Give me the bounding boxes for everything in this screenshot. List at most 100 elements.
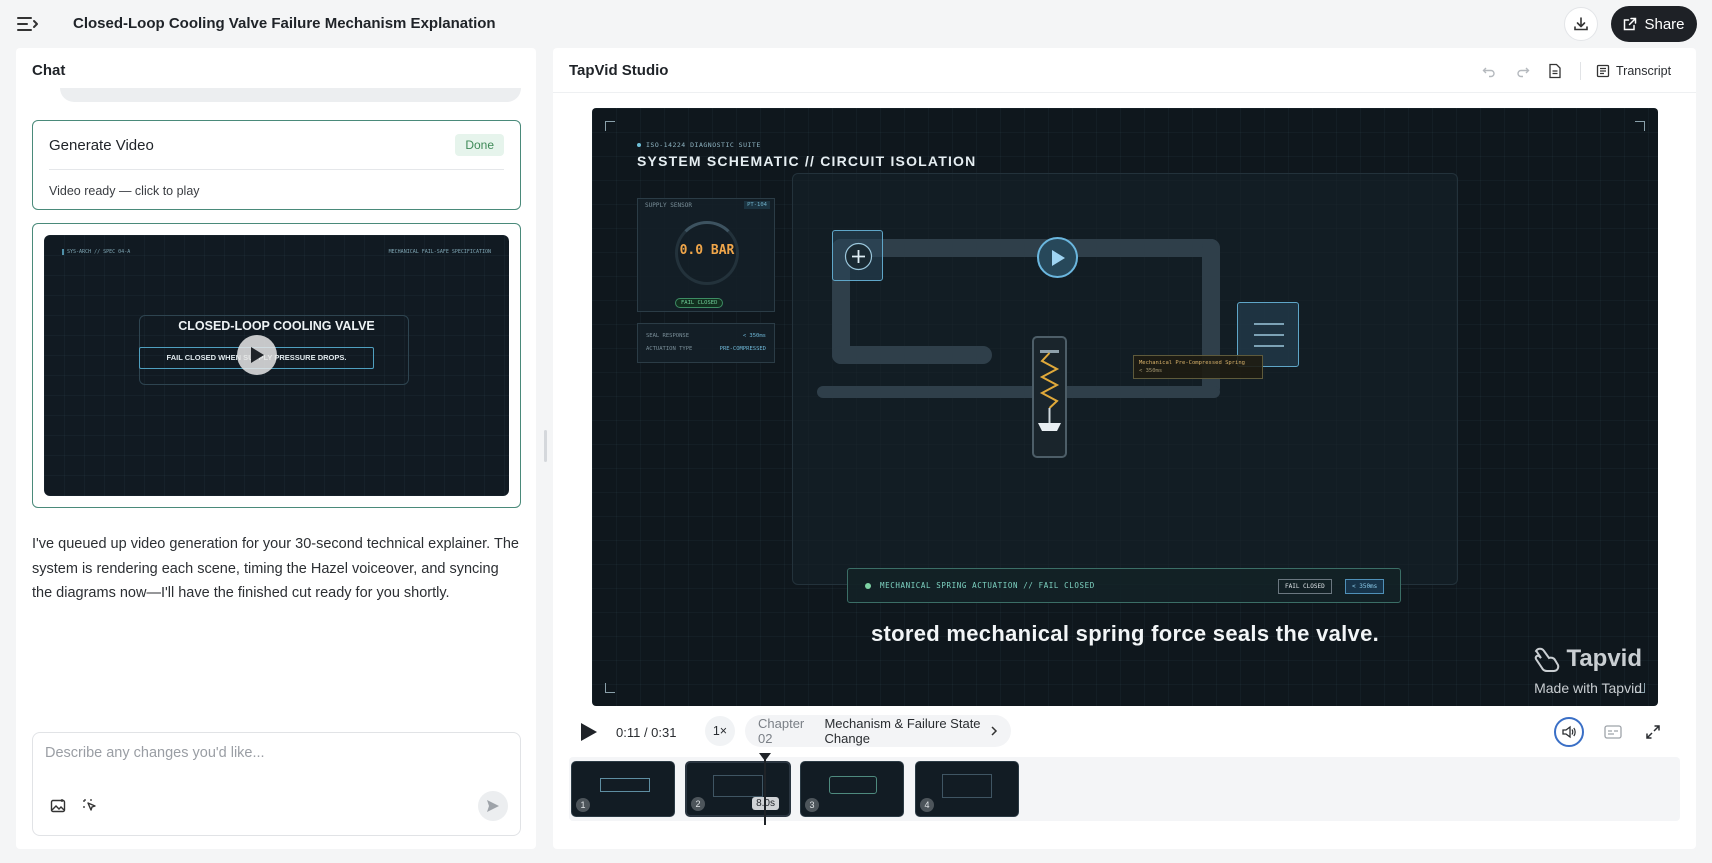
pipe-bottom: [817, 386, 1220, 398]
spring-callout-line1: Mechanical Pre-Compressed Spring: [1139, 360, 1245, 366]
spring-callout: Mechanical Pre-Compressed Spring < 350ms: [1133, 355, 1263, 379]
play-icon: [581, 723, 597, 741]
thumb-title: CLOSED-LOOP COOLING VALVE: [178, 319, 375, 333]
undo-icon: [1482, 67, 1495, 78]
play-button[interactable]: [577, 721, 599, 743]
status-chip-time: < 350ms: [1345, 579, 1385, 594]
video-thumbnail[interactable]: SYS-ARCH // SPEC 04-A MECHANICAL FAIL-SA…: [44, 235, 509, 496]
status-bar: MECHANICAL SPRING ACTUATION // FAIL CLOS…: [847, 568, 1401, 603]
status-text: MECHANICAL SPRING ACTUATION // FAIL CLOS…: [865, 581, 1095, 590]
status-chip-fail: FAIL CLOSED: [1278, 579, 1332, 594]
spec-key: SEAL RESPONSE: [646, 333, 690, 339]
time-display: 0:11 / 0:31: [616, 725, 677, 740]
panel-resize-handle[interactable]: [544, 430, 547, 462]
clip-number: 4: [920, 798, 934, 812]
plus-icon: [844, 242, 873, 271]
captions-button[interactable]: [1598, 717, 1628, 747]
scene-title: SYSTEM SCHEMATIC // CIRCUIT ISOLATION: [637, 153, 977, 169]
chapter-selector[interactable]: Chapter 02 Mechanism & Failure State Cha…: [745, 715, 1011, 747]
chat-input-box: [32, 732, 521, 836]
spec-value: PRE-COMPRESSED: [719, 346, 766, 352]
pipe-mid: [832, 346, 992, 364]
clip-number: 2: [691, 797, 705, 811]
supply-sensor-card: SUPPLY SENSOR PT-104 0.0 BAR FAIL CLOSED: [637, 198, 775, 312]
chapter-name: Mechanism & Failure State Change: [824, 716, 981, 746]
chat-input[interactable]: [45, 745, 485, 761]
send-button[interactable]: [478, 791, 508, 821]
gauge-value: 0.0 BAR: [679, 243, 735, 258]
transcript-icon: [1596, 64, 1610, 78]
chapter-number: Chapter 02: [758, 716, 805, 746]
generate-video-title: Generate Video: [49, 137, 154, 154]
flow-play-node: [1037, 237, 1078, 278]
clip-number: 1: [576, 798, 590, 812]
pressure-gauge: [675, 221, 739, 285]
clip-preview-frame: [600, 778, 650, 792]
thumb-tag-right: MECHANICAL FAIL-SAFE SPECIFICATION: [388, 249, 491, 255]
image-attach-button[interactable]: [47, 795, 69, 817]
generate-video-subtitle: Video ready — click to play: [49, 184, 200, 198]
sensor-id: PT-104: [744, 201, 770, 209]
redo-button[interactable]: [1512, 60, 1534, 82]
cursor-select-icon: [83, 799, 96, 811]
fullscreen-button[interactable]: [1638, 717, 1668, 747]
document-button[interactable]: [1544, 60, 1566, 82]
timeline[interactable]: 1 2 8.0s 3 4: [569, 753, 1680, 825]
divider: [49, 169, 504, 170]
chevron-right-icon: [991, 726, 998, 736]
timeline-clip[interactable]: 1: [571, 761, 675, 817]
spec-value: < 350ms: [742, 333, 766, 339]
redo-icon: [1517, 67, 1530, 78]
studio-panel: TapVid Studio Transcript ISO-14224 DIAGN…: [553, 48, 1696, 849]
volume-icon: [1562, 725, 1576, 739]
frame-corner: [1635, 121, 1645, 131]
spec-row: SEAL RESPONSE < 350ms: [646, 333, 766, 339]
timeline-clip[interactable]: 3: [800, 761, 904, 817]
transcript-label: Transcript: [1616, 64, 1672, 78]
tapvid-hand-icon: [1535, 647, 1560, 672]
previous-message-bubble: [60, 88, 521, 102]
send-icon: [487, 800, 499, 812]
status-badge: Done: [455, 134, 504, 156]
sidebar-toggle-icon[interactable]: [16, 13, 40, 35]
video-player[interactable]: ISO-14224 DIAGNOSTIC SUITE SYSTEM SCHEMA…: [592, 108, 1658, 706]
scene-tag-text: ISO-14224 DIAGNOSTIC SUITE: [646, 141, 761, 149]
fail-closed-chip: FAIL CLOSED: [675, 298, 724, 308]
undo-button[interactable]: [1478, 60, 1500, 82]
transcript-button[interactable]: Transcript: [1596, 56, 1671, 86]
playback-speed-button[interactable]: 1×: [705, 716, 735, 746]
share-button[interactable]: Share: [1611, 6, 1697, 42]
clip-preview-frame: [713, 775, 763, 797]
list-icon: [1254, 323, 1284, 347]
video-caption: stored mechanical spring force seals the…: [870, 621, 1380, 646]
spring-callout-line2: < 350ms: [1139, 368, 1163, 374]
schematic-panel: [792, 173, 1458, 585]
studio-title: TapVid Studio: [569, 62, 669, 79]
assistant-message: I've queued up video generation for your…: [32, 536, 519, 601]
download-button[interactable]: [1564, 7, 1598, 41]
generate-video-card[interactable]: Generate Video Done Video ready — click …: [32, 120, 521, 210]
tapvid-logo: Tapvid: [1532, 645, 1642, 673]
pipe-top: [832, 239, 1220, 257]
sensor-label: SUPPLY SENSOR: [645, 202, 692, 209]
thumb-tag-left: SYS-ARCH // SPEC 04-A: [62, 249, 130, 255]
select-element-button[interactable]: [79, 795, 101, 817]
image-icon: [50, 799, 66, 813]
play-icon: [1051, 249, 1065, 266]
playhead[interactable]: [764, 755, 766, 825]
frame-corner: [1635, 683, 1645, 693]
thumbnail-play-button[interactable]: [237, 335, 277, 375]
chat-header: Chat: [32, 62, 66, 79]
valve-body: [1032, 336, 1067, 458]
spring-icon: [1038, 350, 1061, 431]
clip-number: 3: [805, 798, 819, 812]
player-controls: 0:11 / 0:31 1× Chapter 02 Mechanism & Fa…: [569, 712, 1680, 752]
video-preview-card[interactable]: SYS-ARCH // SPEC 04-A MECHANICAL FAIL-SA…: [32, 223, 521, 508]
fullscreen-icon: [1646, 725, 1660, 739]
timeline-clip-active[interactable]: 2 8.0s: [685, 761, 791, 817]
audio-button[interactable]: [1554, 717, 1584, 747]
page-title: Closed-Loop Cooling Valve Failure Mechan…: [73, 15, 496, 32]
add-node-box: [832, 230, 883, 281]
timeline-clip[interactable]: 4: [915, 761, 1019, 817]
